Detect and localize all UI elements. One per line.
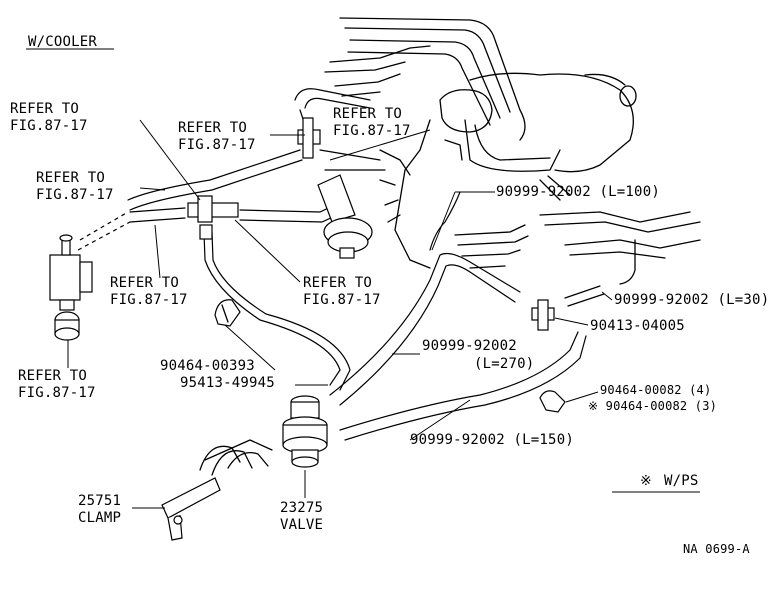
part-label-hose-270-a: 90999-92002 xyxy=(422,338,517,354)
vacuum-sensor xyxy=(317,174,373,259)
part-label-clip-4: 90464-00082 (4) xyxy=(600,383,711,397)
refer-label-1-line1: REFER TO xyxy=(10,101,79,117)
clamp-25751 xyxy=(161,439,273,541)
refer-label-3-line1: REFER TO xyxy=(333,106,402,122)
part-label-hose-30: 90999-92002 (L=30) xyxy=(614,292,769,308)
part-label-connector: 90413-04005 xyxy=(590,318,685,334)
refer-label-5-line1: REFER TO xyxy=(110,275,179,291)
figure-id: NA 0699-A xyxy=(683,542,750,556)
refer-label-5-line2: FIG.87-17 xyxy=(110,292,188,308)
clip-90464-00393 xyxy=(214,299,241,327)
header-label: W/COOLER xyxy=(28,34,97,50)
refer-label-7-line2: FIG.87-17 xyxy=(18,385,96,401)
part-label-clamp-no: 25751 xyxy=(78,493,121,509)
part-label-hose-270-b: (L=270) xyxy=(474,356,534,372)
leader-lines xyxy=(67,119,700,509)
refer-label-2-line2: FIG.87-17 xyxy=(178,137,256,153)
part-label-valve-name: VALVE xyxy=(280,517,323,533)
hose-lines xyxy=(127,88,605,441)
engine-outline xyxy=(324,17,701,285)
refer-label-7-line1: REFER TO xyxy=(18,368,87,384)
refer-label-1-line2: FIG.87-17 xyxy=(10,118,88,134)
refer-label-3-line2: FIG.87-17 xyxy=(333,123,411,139)
refer-label-4-line1: REFER TO xyxy=(36,170,105,186)
tee-connector xyxy=(187,195,239,240)
valve-23275 xyxy=(282,395,328,468)
part-label-clip-393: 90464-00393 xyxy=(160,358,255,374)
clip-90464-00082 xyxy=(539,390,566,413)
refer-label-6-line1: REFER TO xyxy=(303,275,372,291)
right-connector xyxy=(531,299,555,331)
part-label-hose-150: 90999-92002 (L=150) xyxy=(410,432,574,448)
legend-symbol: ※ xyxy=(640,473,652,489)
part-label-hose-100: 90999-92002 (L=100) xyxy=(496,184,660,200)
guide-lines xyxy=(77,211,131,251)
refer-label-4-line2: FIG.87-17 xyxy=(36,187,114,203)
part-label-clip-3: ※ 90464-00082 (3) xyxy=(588,399,717,413)
solenoid-part xyxy=(49,234,93,341)
part-label-clamp-name: CLAMP xyxy=(78,510,121,526)
part-label-valve-no: 23275 xyxy=(280,500,323,516)
part-label-95413: 95413-49945 xyxy=(180,375,275,391)
refer-label-6-line2: FIG.87-17 xyxy=(303,292,381,308)
legend-text: W/PS xyxy=(664,473,699,489)
refer-label-2-line1: REFER TO xyxy=(178,120,247,136)
upper-tee xyxy=(297,117,321,159)
